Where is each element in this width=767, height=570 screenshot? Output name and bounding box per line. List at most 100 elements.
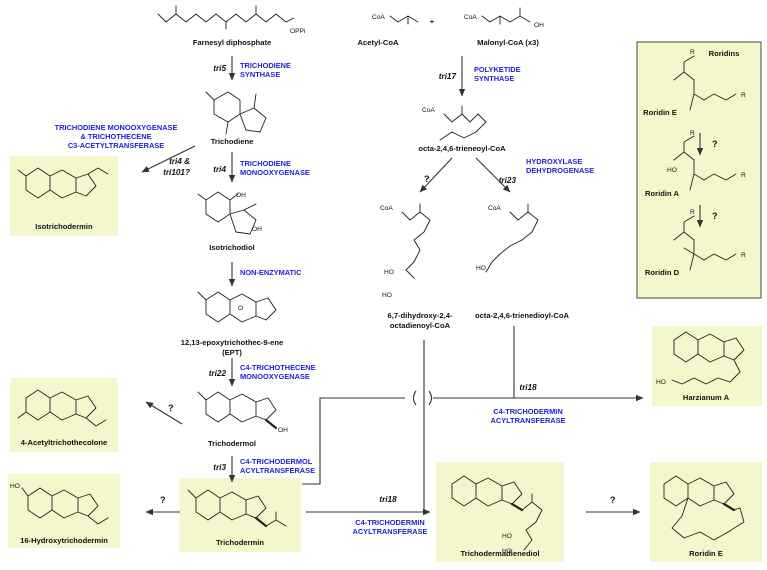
gene-tri18-lower: tri18 xyxy=(379,495,397,504)
label-trichodiene: Trichodiene xyxy=(211,137,254,146)
malonyl-coa-structure xyxy=(481,7,531,25)
trichodermadienediol-highlight xyxy=(436,462,564,562)
enzyme-hydroxylase-2: DEHYDROGENASE xyxy=(526,166,594,175)
dihydroxy-octadienoyl-structure xyxy=(401,203,431,279)
malonyl-coa-label: CoA xyxy=(464,14,477,21)
enzyme-monoox-acetyl-3: C3-ACETYLTRANSFERASE xyxy=(68,141,164,150)
hydroxytrichodermin-ho: HO xyxy=(10,483,20,490)
enzyme-trichodiene-synthase-1: TRICHODIENE xyxy=(240,61,291,70)
harzianum-ho: HO xyxy=(656,379,666,386)
arrow-trichodermol-to-acetyltrichothecolone xyxy=(145,401,183,425)
roridin-a-r2: R xyxy=(741,172,746,179)
trienedioyl-coa-structure xyxy=(485,203,539,273)
label-harzianum: Harzianum A xyxy=(683,393,730,402)
gene-tri18-upper: tri18 xyxy=(519,383,537,392)
roridins-title: Roridins xyxy=(709,49,740,58)
unknown-step-roridin-e: ? xyxy=(610,495,616,505)
trichodiene-structure xyxy=(205,91,267,135)
label-malonyl-coa: Malonyl-CoA (x3) xyxy=(477,38,539,47)
trienedioyl-coa-label: CoA xyxy=(488,205,501,212)
enzyme-trichodiene-monoox-1: TRICHODIENE xyxy=(240,159,291,168)
gene-tri5: tri5 xyxy=(213,64,226,73)
connector-trichodermin-up xyxy=(302,397,405,485)
enzyme-nonenzymatic: NON-ENZYMATIC xyxy=(240,268,302,277)
roridin-a-r1: R xyxy=(690,130,695,137)
roridin-e-bottom-structure xyxy=(663,475,745,541)
roridin-d-r2: R xyxy=(741,252,746,259)
label-acetyl-coa: Acetyl-CoA xyxy=(358,38,399,47)
label-trienedioyl: octa-2,4,6-trienedioyl-CoA xyxy=(475,311,570,320)
trichodermin-highlight xyxy=(179,478,301,552)
enzyme-c4-monoox-1: C4-TRICHOTHECENE xyxy=(240,363,316,372)
hydroxytrichodermin-structure xyxy=(21,487,109,525)
enzyme-hydroxylase-1: HYDROXYLASE xyxy=(526,157,582,166)
gene-tri17: tri17 xyxy=(439,72,457,81)
roridins-box xyxy=(636,41,762,299)
trichodermadienediol-ho1: HO xyxy=(502,533,512,540)
roridin-e-bottom-highlight xyxy=(650,462,762,562)
enzyme-monoox-acetyl-2: & TRICHOTHECENE xyxy=(80,132,151,141)
label-hydroxytrichodermin: 16-Hydroxytrichodermin xyxy=(20,536,108,545)
plus-sign: + xyxy=(430,17,435,26)
label-octatrienoyl: octa-2,4,6-trieneoyl-CoA xyxy=(418,144,506,153)
label-fpp: Farnesyl diphosphate xyxy=(193,38,272,47)
label-ept-2: (EPT) xyxy=(222,348,242,357)
bridge-left xyxy=(412,390,417,406)
label-dihydroxy-1: 6,7-dihydroxy-2,4- xyxy=(388,311,453,320)
arrow-trichodiene-to-isotrichodermin xyxy=(141,145,196,173)
gene-tri4-tri101-2: tri101? xyxy=(163,168,190,177)
dihydroxy-coa-label: CoA xyxy=(380,205,393,212)
fpp-oppi-label: OPPi xyxy=(290,28,306,35)
harzianum-highlight xyxy=(652,326,762,406)
gene-tri23: tri23 xyxy=(499,176,517,185)
label-trichodermadienediol: Trichodermadienediol xyxy=(461,549,540,558)
trichodermadienediol-structure xyxy=(451,475,543,551)
acetyltrichothecolone-structure xyxy=(17,389,107,427)
isotrichodiol-structure xyxy=(197,191,257,235)
roridin-e-box-structure xyxy=(673,55,737,111)
arrow-octatrienoyl-to-trienedioyl xyxy=(475,157,511,193)
harzianum-structure xyxy=(671,331,745,385)
trichodermin-structure xyxy=(187,489,287,528)
enzyme-trichodiene-monoox-2: MONOOXYGENASE xyxy=(240,168,310,177)
enzyme-monoox-acetyl-1: TRICHODIENE MONOOXYGENASE xyxy=(55,123,178,132)
isotrichodermin-structure xyxy=(17,167,109,199)
trichodermadienediol-ho2: HO xyxy=(502,548,512,555)
dihydroxy-ho2: HO xyxy=(382,292,392,299)
unknown-step-dihydroxy: ? xyxy=(424,174,430,184)
label-roridin-e-box: Roridin E xyxy=(643,108,677,117)
trichodermol-structure xyxy=(197,391,278,430)
bridge-right xyxy=(428,390,433,406)
label-roridin-e-bottom: Roridin E xyxy=(689,549,723,558)
enzyme-trichodiene-synthase-2: SYNTHASE xyxy=(240,70,280,79)
acetyltrichothecolone-highlight xyxy=(10,378,118,452)
label-acetyltrichothecolone: 4-Acetyltrichothecolone xyxy=(21,438,108,447)
label-ept-1: 12,13-epoxytrichothec-9-ene xyxy=(181,338,284,347)
trienedioyl-ho: HO xyxy=(476,265,486,272)
octatrienoyl-coa-label: CoA xyxy=(422,107,435,114)
label-roridin-a: Roridin A xyxy=(645,189,679,198)
ept-structure xyxy=(197,291,277,323)
label-trichodermol: Trichodermol xyxy=(208,439,256,448)
gene-tri4-tri101-1: tri4 & xyxy=(169,157,190,166)
unknown-step-roridin-d: ? xyxy=(712,211,718,221)
roridin-d-r1: R xyxy=(690,209,695,216)
isotrichodiol-oh2: OH xyxy=(252,226,262,233)
label-roridin-d: Roridin D xyxy=(645,268,680,277)
enzyme-c4-trichodermol-2: ACYLTRANSFERASE xyxy=(240,466,315,475)
arrow-octatrienoyl-to-dihydroxy xyxy=(419,157,453,193)
isotrichodiol-oh1: OH xyxy=(236,192,246,199)
hydroxytrichodermin-highlight xyxy=(8,474,120,548)
gene-tri4: tri4 xyxy=(213,165,226,174)
label-trichodermin: Trichodermin xyxy=(216,538,264,547)
enzyme-c4-monoox-2: MONOOXYGENASE xyxy=(240,372,310,381)
unknown-step-acetyltrichothecolone: ? xyxy=(168,403,174,413)
enzyme-pks-1: POLYKETIDE xyxy=(474,65,521,74)
farnesyl-diphosphate-structure xyxy=(157,5,295,30)
label-isotrichodermin: Isotrichodermin xyxy=(35,222,93,231)
gene-tri3: tri3 xyxy=(213,463,226,472)
trichodermol-oh: OH xyxy=(278,427,288,434)
enzyme-c4-trichodermol-1: C4-TRICHODERMOL xyxy=(240,457,313,466)
roridin-e-r2: R xyxy=(741,92,746,99)
